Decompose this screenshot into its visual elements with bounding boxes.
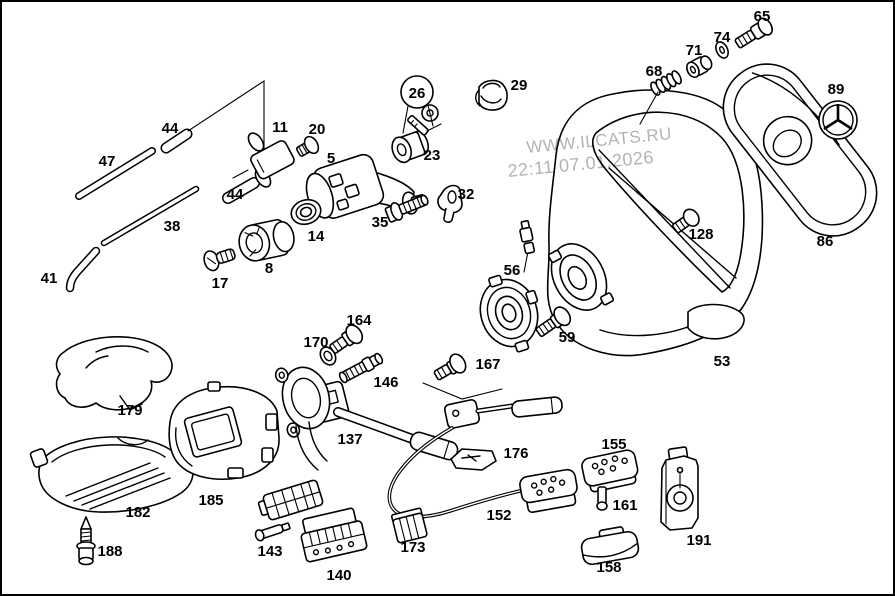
part-screw-128 [672, 208, 700, 234]
callout-11: 11 [272, 119, 288, 136]
part-sleeve-44a [160, 128, 193, 154]
callout-44b: 44 [227, 186, 244, 203]
callout-68: 68 [646, 63, 663, 80]
callout-71: 71 [686, 42, 703, 59]
part-rod-38 [100, 185, 200, 247]
callout-128: 128 [688, 226, 713, 243]
part-coupling-8 [238, 218, 295, 262]
callout-17: 17 [212, 275, 229, 292]
callout-8: 8 [265, 260, 273, 277]
callout-158: 158 [596, 559, 621, 576]
part-bracket-158 [580, 526, 640, 566]
part-rod-47 [75, 147, 156, 200]
part-bent-rod-41 [65, 246, 101, 293]
callout-26: 26 [409, 85, 426, 102]
callout-152: 152 [486, 507, 511, 524]
part-pin-161 [596, 486, 608, 511]
callout-170: 170 [303, 334, 328, 351]
callout-38: 38 [164, 218, 181, 235]
part-plate-176 [450, 448, 497, 471]
part-pin-143 [254, 522, 291, 542]
callout-29: 29 [511, 77, 528, 94]
callout-56: 56 [504, 262, 521, 279]
part-washer-74 [715, 41, 729, 59]
part-coupling-11 [232, 132, 295, 188]
callout-5: 5 [327, 150, 335, 167]
callout-137: 137 [337, 431, 362, 448]
part-ring-170 [319, 346, 337, 366]
part-ring-14 [290, 198, 322, 226]
callout-35: 35 [372, 214, 389, 231]
part-connector-173 [390, 507, 428, 544]
callout-188: 188 [97, 543, 122, 560]
leader-68 [639, 91, 659, 125]
callout-74: 74 [714, 29, 731, 46]
part-screw-17 [203, 248, 236, 272]
leader-44-11 [187, 79, 265, 151]
callout-59: 59 [559, 329, 576, 346]
callout-44a: 44 [162, 120, 179, 137]
part-sleeve-44b [222, 177, 260, 204]
part-screw-20 [295, 135, 320, 157]
callout-86: 86 [817, 233, 834, 250]
part-screw-59 [535, 306, 572, 338]
part-screw-188 [76, 516, 96, 566]
callout-65: 65 [754, 8, 771, 25]
callout-182: 182 [125, 504, 150, 521]
part-lower-shroud-182 [29, 436, 201, 513]
part-housing-185 [168, 381, 280, 481]
callout-53: 53 [714, 353, 731, 370]
part-clamp-32 [437, 184, 463, 223]
callout-140: 140 [326, 567, 351, 584]
callout-155: 155 [601, 436, 626, 453]
part-connector-140 [257, 479, 368, 563]
callout-173: 173 [400, 539, 425, 556]
callout-balloon-26 [400, 75, 442, 134]
part-bolt-65 [734, 17, 773, 49]
callout-164: 164 [346, 312, 372, 329]
part-contact-ring [479, 219, 539, 353]
callout-32: 32 [458, 186, 475, 203]
part-emblem [818, 100, 858, 140]
callout-146: 146 [373, 374, 398, 391]
part-screw-167 [433, 353, 467, 381]
part-bolt-35 [384, 194, 429, 223]
part-cap-nut-71 [685, 55, 713, 79]
callout-47: 47 [99, 153, 116, 170]
part-lock-cylinder-23 [391, 130, 430, 164]
callout-14: 14 [308, 228, 325, 245]
callout-191: 191 [686, 532, 711, 549]
part-screw-164 [329, 324, 364, 354]
callout-23: 23 [424, 147, 441, 164]
callout-41: 41 [41, 270, 58, 287]
callout-176: 176 [503, 445, 528, 462]
callout-167: 167 [475, 356, 500, 373]
callout-89: 89 [828, 81, 845, 98]
part-combination-switch [274, 366, 563, 519]
callout-161: 161 [612, 497, 637, 514]
part-connector-152 [519, 468, 578, 514]
part-grommet-29 [475, 79, 508, 111]
callout-179: 179 [117, 402, 142, 419]
callout-20: 20 [309, 121, 326, 138]
callout-185: 185 [198, 492, 223, 509]
callout-143: 143 [257, 543, 282, 560]
part-stud-146 [338, 352, 384, 384]
part-upper-shroud-179 [55, 336, 173, 411]
part-bracket-191 [660, 446, 699, 531]
part-steering-wheel [546, 89, 764, 357]
